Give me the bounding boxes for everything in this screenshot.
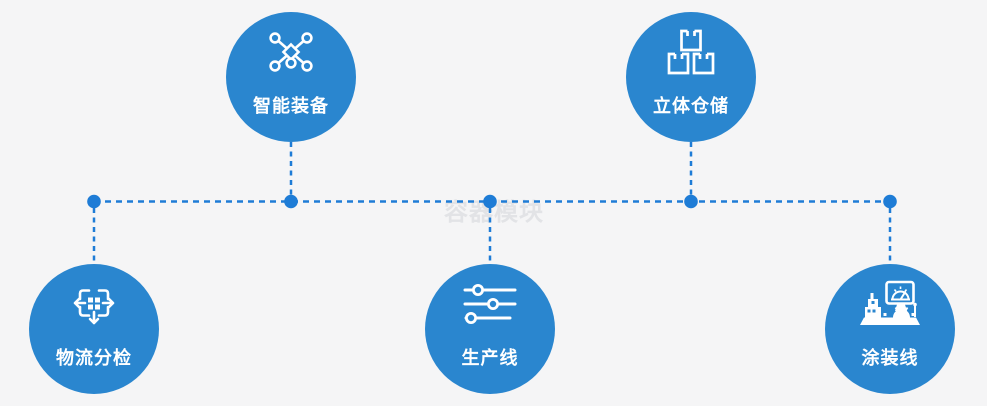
node-smart-equipment: 智能装备 <box>226 12 356 142</box>
sort-distribute-icon <box>71 281 117 327</box>
node-label: 生产线 <box>461 348 519 369</box>
sliders-icon <box>463 284 517 324</box>
node-label: 立体仓储 <box>653 96 729 117</box>
node-production-line: 生产线 <box>425 264 555 394</box>
node-label: 物流分检 <box>56 348 132 369</box>
node-coating-line: 涂装线 <box>825 264 955 394</box>
node-stereoscopic-warehouse: 立体仓储 <box>626 12 756 142</box>
node-label: 涂装线 <box>861 348 919 369</box>
node-label: 智能装备 <box>253 96 329 117</box>
network-nodes-icon <box>268 32 314 72</box>
stacked-boxes-icon <box>667 29 715 75</box>
node-logistics-sorting: 物流分检 <box>29 264 159 394</box>
junction-dots <box>87 194 897 209</box>
machine-console-icon <box>859 280 921 328</box>
